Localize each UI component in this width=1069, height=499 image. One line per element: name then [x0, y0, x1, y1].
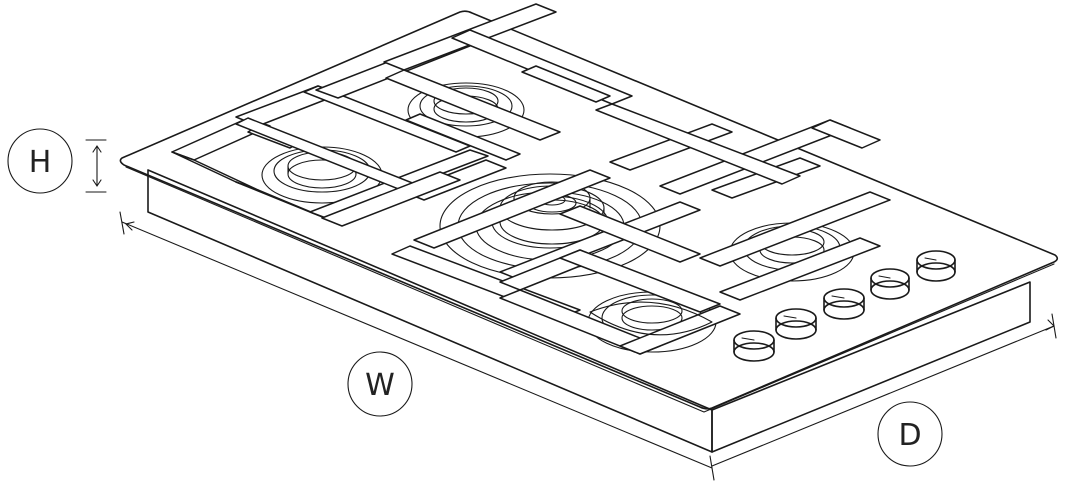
knob-3[interactable] — [823, 288, 865, 320]
depth-label-circle — [877, 401, 943, 467]
cooktop-base — [147, 169, 1031, 453]
height-dimension: H — [7, 128, 107, 194]
width-label-circle — [347, 351, 413, 417]
knob-4[interactable] — [870, 268, 910, 300]
grate-left — [171, 85, 489, 221]
depth-label: D — [898, 418, 921, 453]
depth-dimension: D — [711, 313, 1057, 467]
width-label: W — [365, 368, 395, 403]
knob-5[interactable] — [916, 250, 956, 282]
width-dimension: W — [119, 211, 715, 481]
grate-front — [499, 249, 741, 355]
knob-2[interactable] — [775, 308, 817, 340]
knob-1[interactable] — [733, 330, 775, 362]
height-label-circle — [7, 128, 73, 194]
cooktop-top-plate — [119, 10, 1059, 413]
grate-rear — [315, 3, 633, 161]
grate-right — [595, 103, 891, 301]
height-label: H — [29, 145, 52, 180]
